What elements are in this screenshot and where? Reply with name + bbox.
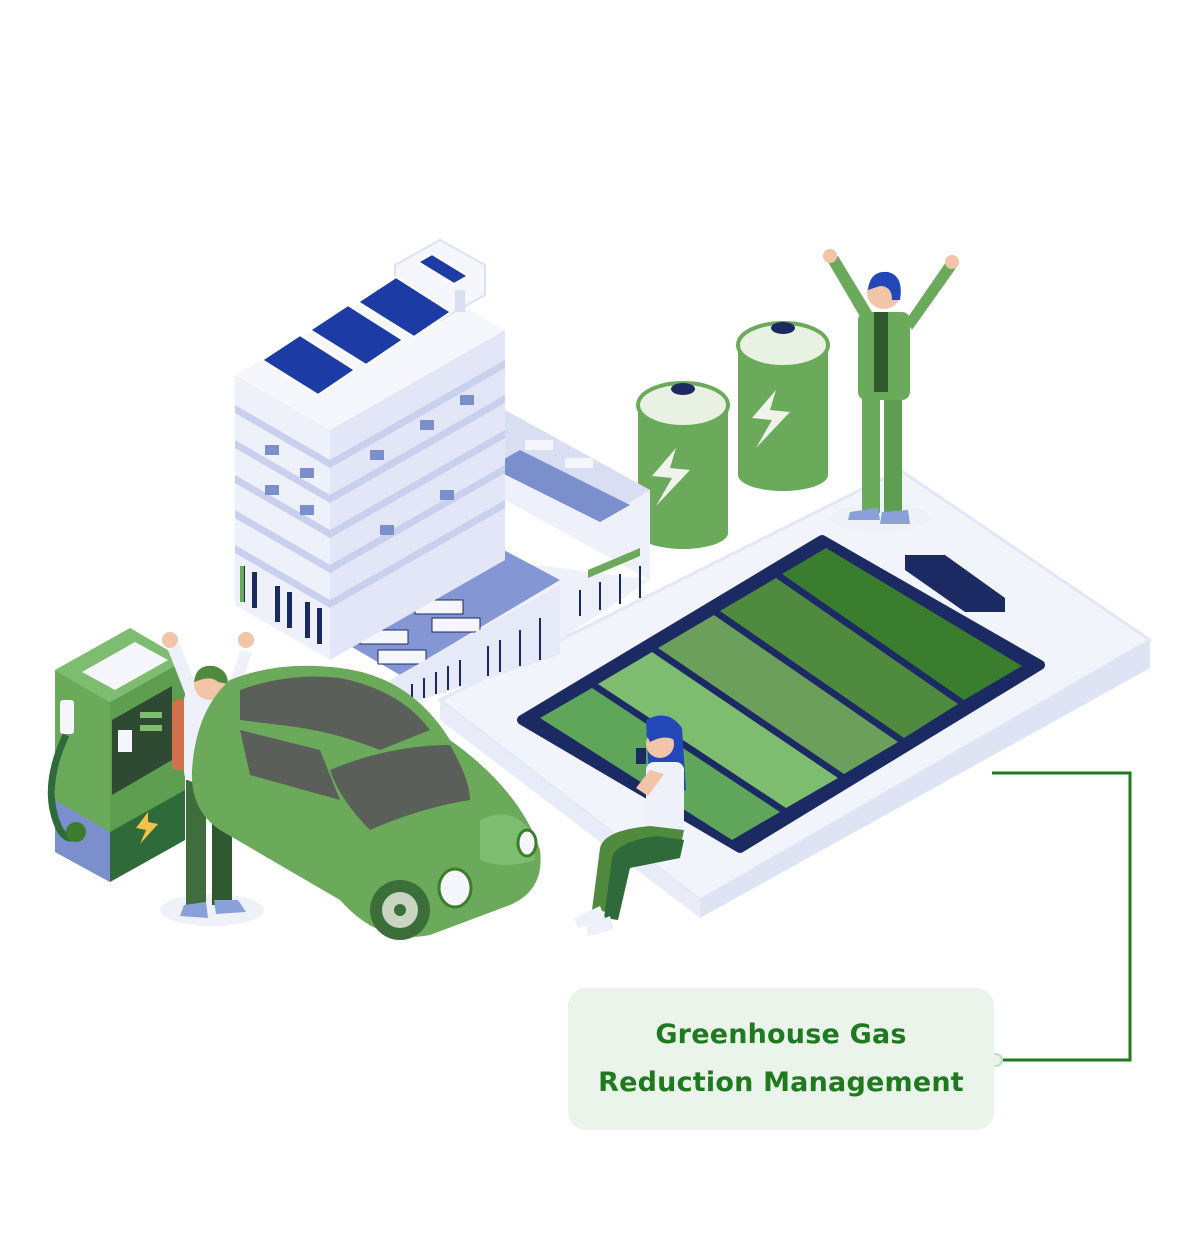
lightning-bolt-icon	[752, 390, 790, 448]
car-icon	[191, 665, 541, 940]
battery-cylinder-left	[636, 381, 730, 549]
label-line-2: Reduction Management	[598, 1067, 964, 1098]
battery-cell	[598, 652, 838, 808]
feature-label-card: Greenhouse Gas Reduction Management	[568, 988, 994, 1130]
connector-line	[989, 771, 1132, 1067]
lightning-bolt-icon	[652, 448, 690, 506]
battery-cylinder-right	[736, 321, 830, 491]
battery-cell	[782, 548, 1022, 700]
person-sitting	[574, 715, 686, 936]
label-line-1: Greenhouse Gas	[655, 1019, 907, 1050]
charging-station-icon	[47, 628, 185, 882]
lightning-bolt-icon	[136, 812, 158, 844]
person-cheering-right	[823, 249, 959, 532]
battery-cell	[658, 615, 898, 774]
battery-cell	[720, 578, 958, 738]
solar-panel-icon	[260, 252, 470, 397]
office-building	[235, 238, 650, 710]
